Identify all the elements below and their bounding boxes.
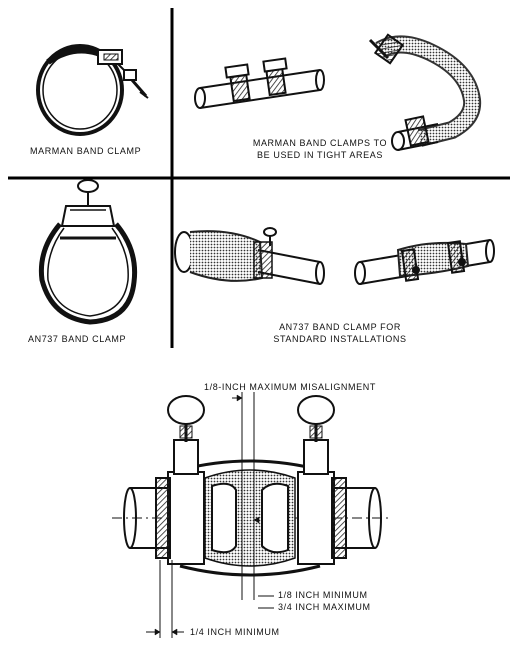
edge-minimum-label: 1/4 INCH MINIMUM: [190, 627, 280, 637]
marman-tight-areas-label-line2: BE USED IN TIGHT AREAS: [257, 150, 383, 160]
gap-maximum-label: 3/4 INCH MAXIMUM: [278, 602, 371, 612]
marman-tight-areas-label-line1: MARMAN BAND CLAMPS TO: [252, 138, 388, 148]
gap-minimum-label: 1/8 INCH MINIMUM: [278, 590, 368, 600]
misalignment-label: 1/8-INCH MAXIMUM MISALIGNMENT: [204, 382, 376, 392]
an737-standard-installation-illustration: [174, 227, 495, 285]
clamp-cross-section-detail: [112, 392, 392, 638]
marman-tight-area-illustration: [194, 33, 482, 151]
an737-standard-label-line1: AN737 BAND CLAMP FOR: [279, 322, 401, 332]
an737-standard-label-line2: STANDARD INSTALLATIONS: [273, 334, 407, 344]
marman-band-clamp-illustration: [36, 44, 149, 136]
an737-band-clamp-illustration: [38, 179, 138, 325]
marman-band-clamp-label: MARMAN BAND CLAMP: [30, 146, 142, 156]
an737-band-clamp-label: AN737 BAND CLAMP: [28, 334, 127, 344]
